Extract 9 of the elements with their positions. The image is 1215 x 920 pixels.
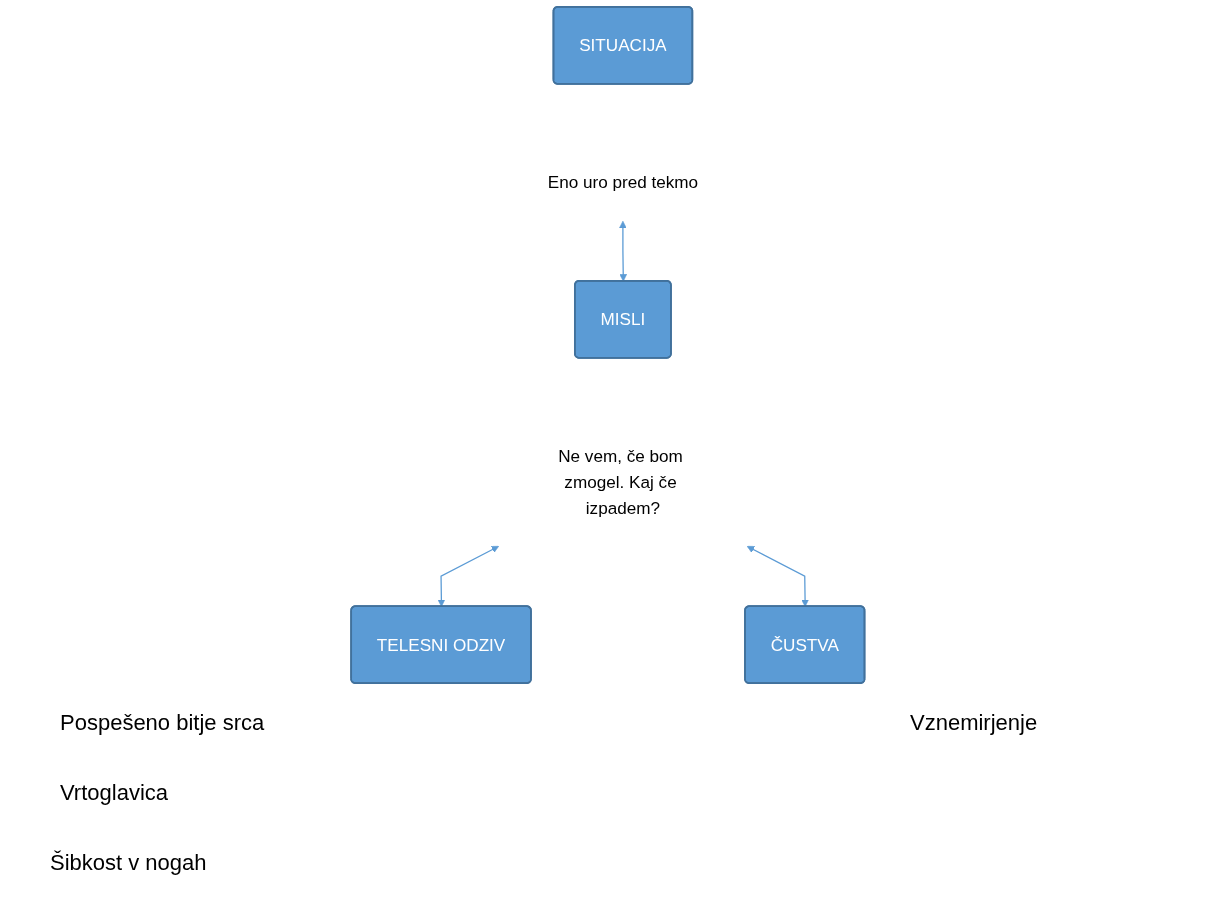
symptom-text: Vrtoglavica xyxy=(60,780,168,806)
symptom-text: Šibkost v nogah xyxy=(50,850,207,876)
arrow xyxy=(746,546,809,607)
arrow xyxy=(437,546,499,607)
node-text: Ne vem, če bom zmogel. Kaj če izpadem? xyxy=(557,446,683,518)
node-text: Eno uro pred tekmo xyxy=(547,172,698,192)
arrow xyxy=(618,220,627,282)
symptom-text: Vznemirjenje xyxy=(910,710,1038,736)
symptom-text: Pospešeno bitje srca xyxy=(60,710,265,736)
